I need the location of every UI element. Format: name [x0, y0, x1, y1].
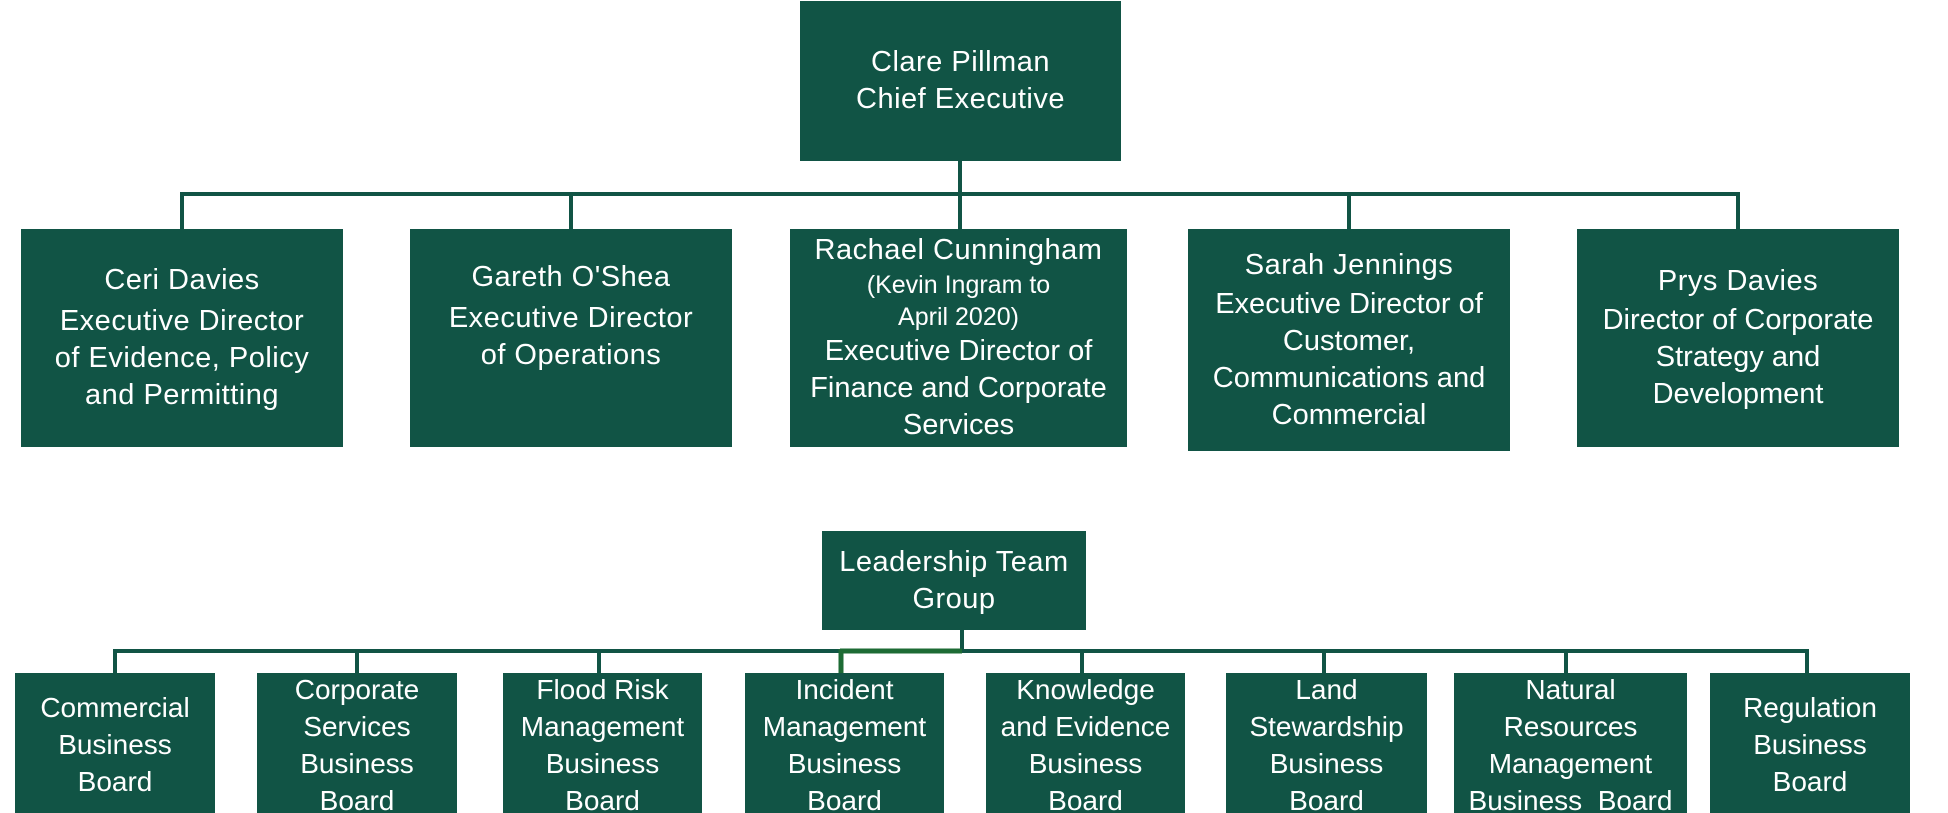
board-line: and Evidence [1000, 710, 1171, 742]
board-line: Business [300, 747, 414, 779]
director-title-line: Development [1652, 378, 1824, 410]
board-box-regulation: Regulation Business Board [1710, 673, 1910, 813]
director-note-line: April 2020) [898, 303, 1019, 331]
director-title-line: Commercial [1271, 398, 1427, 431]
board-line: Board [77, 766, 153, 797]
director-title-line: Executive Director [59, 305, 305, 337]
board-box-knowledge-and-evidence: Knowledge and Evidence Business Board [986, 673, 1185, 813]
board-line: Business [1028, 747, 1143, 779]
board-line: Incident [795, 673, 894, 705]
director-title-line: Director of Corporate [1602, 304, 1874, 336]
director-title-line: Services [902, 409, 1015, 441]
group-line: Leadership Team [839, 545, 1069, 578]
board-box-commercial: Commercial Business Board [15, 673, 215, 813]
board-line: Board [807, 784, 882, 813]
director-name: Ceri Davies [104, 264, 260, 296]
director-name: Prys Davies [1657, 265, 1819, 297]
director-box-gareth-oshea: Gareth O'Shea Executive Director of Oper… [410, 229, 732, 447]
board-line: Business [58, 729, 172, 760]
director-title-line: Finance and Corporate [810, 372, 1107, 404]
board-line: Business [787, 747, 902, 779]
director-title-line: Strategy and [1655, 341, 1821, 373]
board-line: Board [565, 784, 640, 813]
director-title-line: of Evidence, Policy [54, 342, 310, 374]
board-line: Stewardship [1249, 710, 1404, 742]
board-line: Knowledge [1016, 673, 1155, 705]
director-box-sarah-jennings: Sarah Jennings Executive Director of Cus… [1188, 229, 1510, 451]
director-title-line: Executive Director of [1215, 287, 1483, 320]
director-box-ceri-davies: Ceri Davies Executive Director of Eviden… [21, 229, 343, 447]
board-line: Management [1488, 747, 1653, 779]
director-box-prys-davies: Prys Davies Director of Corporate Strate… [1577, 229, 1899, 447]
director-title-line: Communications and [1212, 361, 1486, 394]
board-line: Board [1048, 784, 1123, 813]
board-line: Business [545, 747, 660, 779]
board-line: Management [520, 710, 685, 742]
board-line: Business [1269, 747, 1384, 779]
director-box-rachael-cunningham: Rachael Cunningham (Kevin Ingram to Apri… [790, 229, 1127, 447]
ceo-title: Chief Executive [856, 83, 1065, 115]
board-line: Corporate [294, 673, 420, 705]
board-line: Management [762, 710, 927, 742]
board-box-natural-resources-management: Natural Resources Management Business Bo… [1454, 673, 1687, 813]
ceo-name: Clare Pillman [871, 46, 1050, 78]
board-box-land-stewardship: Land Stewardship Business Board [1226, 673, 1427, 813]
board-line: Land [1295, 673, 1358, 705]
director-note-line: (Kevin Ingram to [866, 271, 1051, 299]
director-title-line: Executive Director of [824, 335, 1093, 367]
leadership-team-group-box: Leadership Team Group [822, 531, 1086, 630]
board-line: Regulation [1743, 692, 1877, 723]
board-line: Board [1289, 784, 1364, 813]
director-title-line: Executive Director [448, 302, 694, 334]
director-title-line: of Operations [480, 339, 662, 371]
director-name: Sarah Jennings [1244, 248, 1454, 281]
board-line: Board [319, 784, 395, 813]
board-line: Board [1772, 766, 1848, 797]
board-line: Flood Risk [536, 673, 669, 705]
board-line: Services [303, 710, 411, 742]
board-box-incident-management: Incident Management Business Board [745, 673, 944, 813]
director-name: Rachael Cunningham [814, 234, 1103, 266]
director-name: Gareth O'Shea [471, 261, 671, 293]
board-line: Business [1753, 729, 1867, 760]
board-box-flood-risk-management: Flood Risk Management Business Board [503, 673, 702, 813]
board-line: Commercial [40, 692, 190, 723]
group-line: Group [912, 582, 996, 615]
board-line: Business Board [1468, 784, 1673, 813]
board-box-corporate-services: Corporate Services Business Board [257, 673, 457, 813]
director-title-line: Customer, [1282, 324, 1416, 357]
director-title-line: and Permitting [85, 379, 279, 411]
ceo-box: Clare Pillman Chief Executive [800, 1, 1121, 161]
board-line: Natural [1525, 673, 1616, 705]
board-line: Resources [1503, 710, 1638, 742]
